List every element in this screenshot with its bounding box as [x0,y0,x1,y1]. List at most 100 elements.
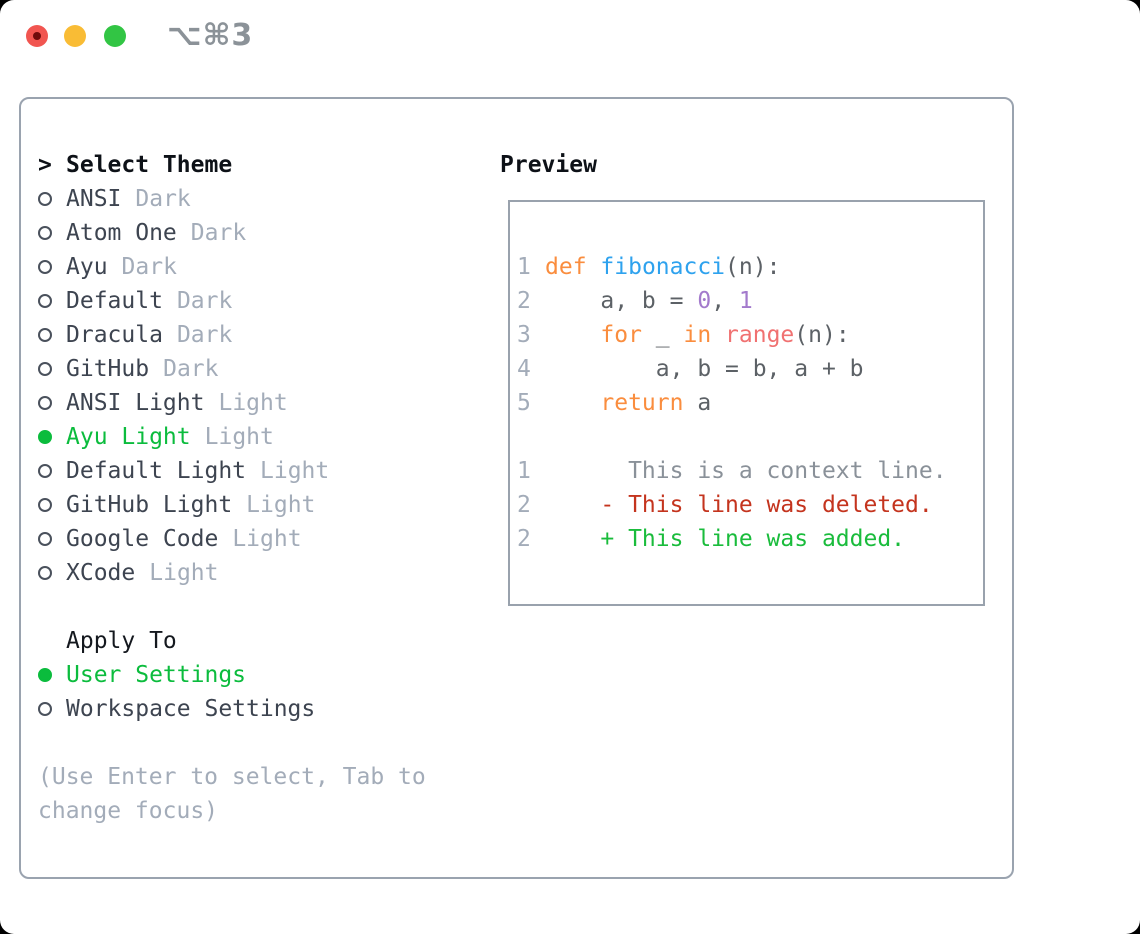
line-number: 5 [517,390,531,416]
theme-name: Default Light [66,458,247,484]
close-button[interactable] [26,25,48,47]
close-dot-icon [33,32,41,40]
apply-option-user-settings[interactable]: User Settings [38,658,329,692]
diff-line-content: + This line was added. [545,526,906,552]
diff-line-context: 1 This is a context line. [517,454,983,488]
diff-line-content: - This line was deleted. [545,492,933,518]
theme-variant: Light [232,526,302,552]
code-line: 3 for _ in range(n): [517,318,983,352]
theme-variant: Dark [135,186,191,212]
radio-unselected-icon [38,566,52,580]
code-token: a, b = b, a + b [545,356,864,382]
zoom-button[interactable] [104,25,126,47]
window-title: ⌥⌘3 [167,18,254,53]
theme-variant: Dark [190,220,247,246]
theme-option-default-dark[interactable]: Default Dark [38,284,329,318]
radio-unselected-icon [38,226,52,240]
apply-to-header-row: Apply To [38,624,329,658]
theme-variant: Light [260,458,330,484]
code-token: (n): [725,254,781,280]
theme-option-dracula-dark[interactable]: Dracula Dark [38,318,329,352]
code-line: 5 return a [517,386,983,420]
theme-name: Google Code [66,526,219,552]
diff-line-added: 2 + This line was added. [517,522,983,556]
theme-name: Atom One [66,220,177,246]
theme-variant: Light [149,560,219,586]
theme-list-header-row: > Select Theme [38,148,329,182]
line-number: 1 [517,254,531,280]
theme-name: GitHub Light [66,492,233,518]
help-line: (Use Enter to select, Tab to [38,764,426,790]
theme-variant: Dark [163,356,219,382]
help-text: (Use Enter to select, Tab to change focu… [38,760,426,828]
radio-unselected-icon [38,192,52,206]
theme-option-google-code-light[interactable]: Google Code Light [38,522,329,556]
theme-option-ayu-light-light[interactable]: Ayu Light Light [38,420,329,454]
theme-variant: Dark [121,254,177,280]
help-line: change focus) [38,798,219,824]
theme-variant: Light [204,424,274,450]
theme-name: Ayu [66,254,108,280]
line-number: 2 [517,288,531,314]
radio-unselected-icon [38,532,52,546]
radio-unselected-icon [38,294,52,308]
apply-option-label: User Settings [66,662,247,688]
code-token: in [683,322,712,348]
theme-variant: Dark [176,288,233,314]
radio-unselected-icon [38,464,52,478]
code-token: , [711,288,739,314]
code-token: def [545,254,587,280]
code-token: 1 [738,288,753,314]
theme-option-github-light-light[interactable]: GitHub Light Light [38,488,329,522]
theme-list-title: Select Theme [66,152,233,178]
radio-unselected-icon [38,702,52,716]
code-token: 0 [697,288,712,314]
minimize-button[interactable] [64,25,86,47]
spacer [517,420,983,454]
theme-name: Ayu Light [66,424,191,450]
radio-selected-icon [38,430,52,444]
code-token: return [600,390,684,416]
radio-unselected-icon [38,328,52,342]
theme-variant: Light [218,390,288,416]
line-number: 2 [517,492,531,518]
theme-option-atom-one-dark[interactable]: Atom One Dark [38,216,329,250]
preview-title: Preview [500,152,597,178]
apply-to-title: Apply To [66,628,177,654]
code-token [587,254,601,280]
code-token: _ [641,322,684,348]
theme-variant: Dark [176,322,233,348]
radio-unselected-icon [38,396,52,410]
code-token [711,322,725,348]
radio-selected-icon [38,668,52,682]
code-token: a [683,390,712,416]
theme-name: Dracula [66,322,163,348]
radio-unselected-icon [38,362,52,376]
theme-variant: Light [246,492,316,518]
theme-option-default-light-light[interactable]: Default Light Light [38,454,329,488]
line-number: 3 [517,322,531,348]
radio-unselected-icon [38,260,52,274]
theme-name: Default [66,288,163,314]
code-line: 2 a, b = 0, 1 [517,284,983,318]
code-token: range [725,322,795,348]
code-token: (n): [794,322,850,348]
theme-option-ayu-dark[interactable]: Ayu Dark [38,250,329,284]
main-panel [19,97,1014,879]
apply-option-workspace-settings[interactable]: Workspace Settings [38,692,329,726]
prompt-icon: > [38,152,52,178]
line-number: 4 [517,356,531,382]
spacer [38,590,329,624]
theme-name: XCode [66,560,136,586]
diff-line-deleted: 2 - This line was deleted. [517,488,983,522]
radio-unselected-icon [38,498,52,512]
line-number: 2 [517,526,531,552]
theme-option-xcode-light[interactable]: XCode Light [38,556,329,590]
